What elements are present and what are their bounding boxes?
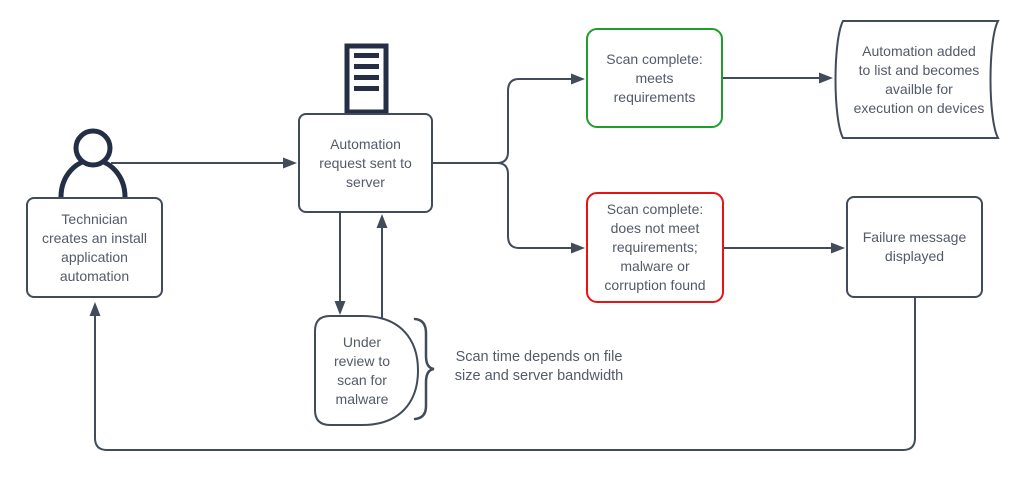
server-slot-4 bbox=[354, 86, 379, 91]
stored-data-shape bbox=[834, 20, 1000, 139]
arrowhead-to-pass bbox=[571, 73, 585, 85]
connector-server-to-fail bbox=[433, 162, 571, 249]
connectors bbox=[89, 72, 916, 451]
server-slot-2 bbox=[354, 64, 379, 69]
connector-server-to-pass bbox=[433, 78, 571, 164]
person-icon bbox=[58, 128, 128, 198]
connector-loopback bbox=[94, 298, 916, 451]
node-automation-added-label: Automation added to list and becomes ava… bbox=[853, 42, 985, 116]
arrowhead-to-server bbox=[283, 157, 297, 169]
arrowhead-to-failmsg bbox=[831, 242, 845, 254]
server-icon bbox=[344, 43, 389, 115]
node-technician: Technician creates an install applicatio… bbox=[26, 197, 163, 298]
node-failure-message: Failure message displayed bbox=[846, 196, 983, 298]
arrowhead-to-fail bbox=[571, 242, 585, 254]
person-head bbox=[73, 128, 113, 168]
server-slot-1 bbox=[354, 53, 379, 58]
arrowhead-to-review bbox=[334, 301, 346, 315]
arrowhead-to-technician bbox=[89, 302, 101, 316]
server-slot-3 bbox=[354, 75, 379, 80]
node-automation-request: Automation request sent to server bbox=[298, 113, 433, 213]
node-under-review-label: Under review to scan for malware bbox=[333, 333, 391, 407]
node-scan-fail: Scan complete: does not meet requirement… bbox=[586, 192, 724, 303]
delay-shape-under-review bbox=[314, 315, 420, 426]
arrowhead-to-stored bbox=[819, 72, 833, 84]
curly-brace-icon bbox=[413, 317, 435, 421]
scan-time-note: Scan time depends on file size and serve… bbox=[454, 349, 624, 384]
node-scan-pass: Scan complete: meets requirements bbox=[586, 28, 723, 128]
arrowhead-to-server-up bbox=[376, 214, 388, 228]
